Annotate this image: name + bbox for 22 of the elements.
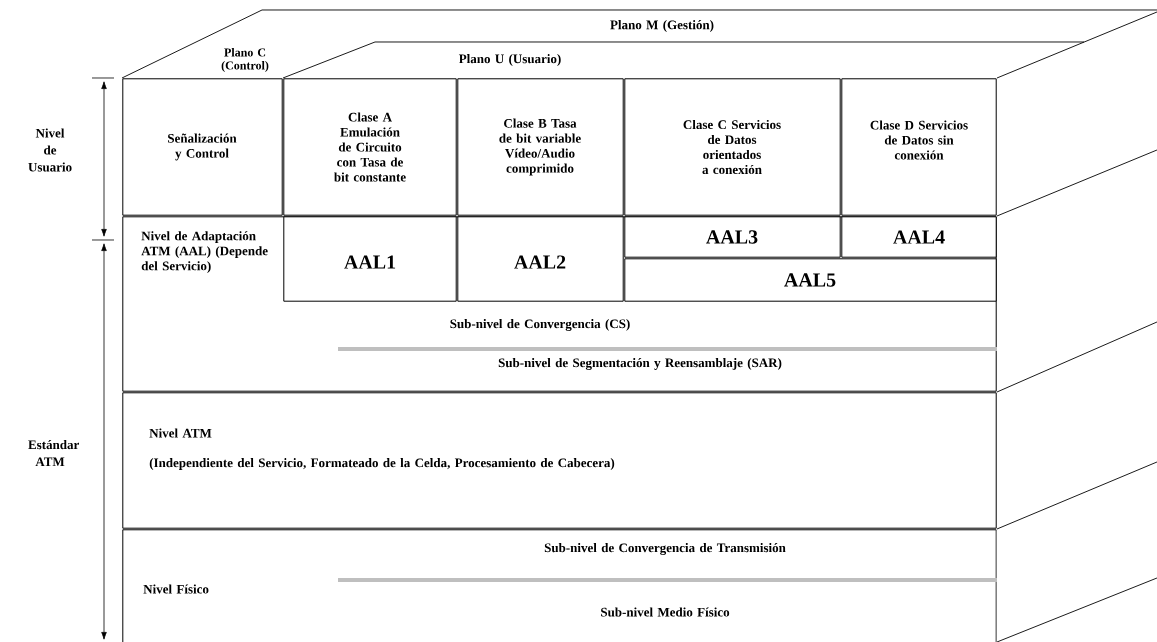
plane-label: Plano U (Usuario): [458, 54, 561, 66]
sublayer-label: Sub-nivel Medio Físico: [601, 607, 730, 617]
layer-band: [122, 529, 997, 642]
dimension-label: Estándar ATM: [28, 440, 79, 466]
protocol-cell: AAL1: [283, 216, 457, 302]
dimension-label: Nivel de Usuario: [28, 128, 72, 172]
sublayer-label: (Independiente del Servicio, Formateado de la Celda, Procesamiento de Cabecera): [149, 458, 615, 470]
layer-band: [122, 392, 997, 529]
sublayer-label: Sub-nivel de Convergencia (CS): [450, 319, 630, 331]
category-cell: Señalización y Control: [122, 78, 283, 216]
layer-title: Nivel ATM: [149, 428, 212, 438]
class-cell: Clase B Tasa de bit variable Vídeo/Audio comprimido: [457, 78, 624, 216]
protocol-cell: AAL3: [624, 216, 841, 258]
layer-title: Nivel Físico: [143, 584, 209, 594]
protocol-cell: AAL4: [841, 216, 997, 258]
sublayer-label: Sub-nivel de Segmentación y Reensamblaje (SAR): [498, 358, 782, 370]
plane-label: Plano C (Control): [221, 48, 269, 72]
protocol-cell: AAL2: [457, 216, 624, 302]
plane-label: Plano M (Gestión): [610, 20, 714, 32]
sublayer-label: Sub-nivel de Convergencia de Transmisión: [544, 543, 786, 555]
layer-title: Nivel de Adaptación ATM (AAL) (Depende del Servicio): [141, 231, 268, 273]
class-cell: Clase A Emulación de Circuito con Tasa de bit constante: [283, 78, 457, 216]
